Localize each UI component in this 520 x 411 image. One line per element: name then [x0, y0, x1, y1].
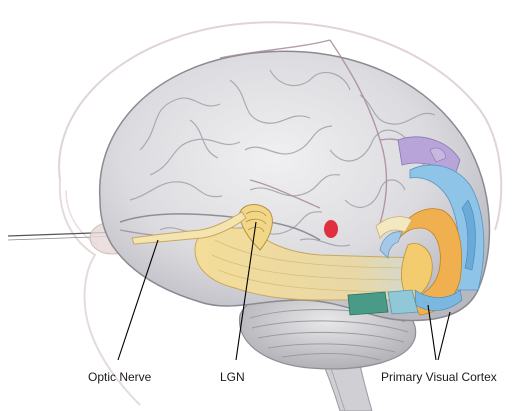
label-optic-nerve: Optic Nerve: [88, 370, 151, 384]
pvc-leader-2: [438, 312, 450, 360]
label-lgn: LGN: [220, 370, 245, 384]
label-primary-visual-cortex: Primary Visual Cortex: [381, 370, 497, 384]
red-spot: [324, 220, 338, 238]
